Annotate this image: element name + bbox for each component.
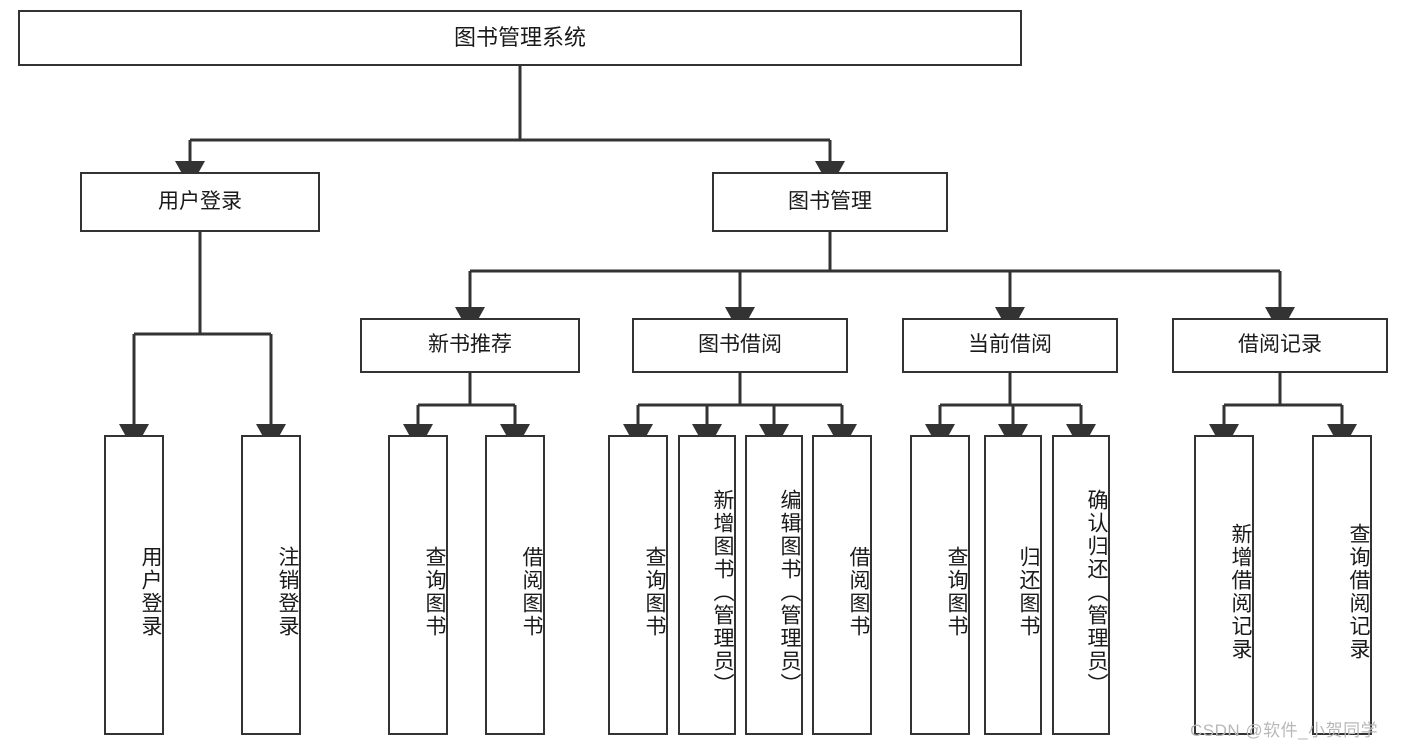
node-current-borrow[interactable]: 当前借阅 [902, 318, 1118, 373]
leaf-node[interactable]: 用户登录 [104, 435, 164, 735]
leaf-node[interactable]: 注销登录 [241, 435, 301, 735]
node-new-book-recommend[interactable]: 新书推荐 [360, 318, 580, 373]
node-user-login[interactable]: 用户登录 [80, 172, 320, 232]
leaf-node[interactable]: 借阅图书 [485, 435, 545, 735]
leaf-node[interactable]: 新增借阅记录 [1194, 435, 1254, 735]
leaf-node[interactable]: 编辑图书（管理员） [745, 435, 803, 735]
leaf-node[interactable]: 新增图书（管理员） [678, 435, 736, 735]
leaf-node[interactable]: 查询图书 [910, 435, 970, 735]
node-borrow-record[interactable]: 借阅记录 [1172, 318, 1388, 373]
leaf-node[interactable]: 查询图书 [388, 435, 448, 735]
leaf-node[interactable]: 查询借阅记录 [1312, 435, 1372, 735]
node-root[interactable]: 图书管理系统 [18, 10, 1022, 66]
node-book-borrow[interactable]: 图书借阅 [632, 318, 848, 373]
leaf-node[interactable]: 确认归还（管理员） [1052, 435, 1110, 735]
leaf-node[interactable]: 借阅图书 [812, 435, 872, 735]
watermark-label: CSDN @软件_小贺同学 [1190, 721, 1379, 740]
node-book-management[interactable]: 图书管理 [712, 172, 948, 232]
leaf-node[interactable]: 归还图书 [984, 435, 1042, 735]
leaf-node[interactable]: 查询图书 [608, 435, 668, 735]
